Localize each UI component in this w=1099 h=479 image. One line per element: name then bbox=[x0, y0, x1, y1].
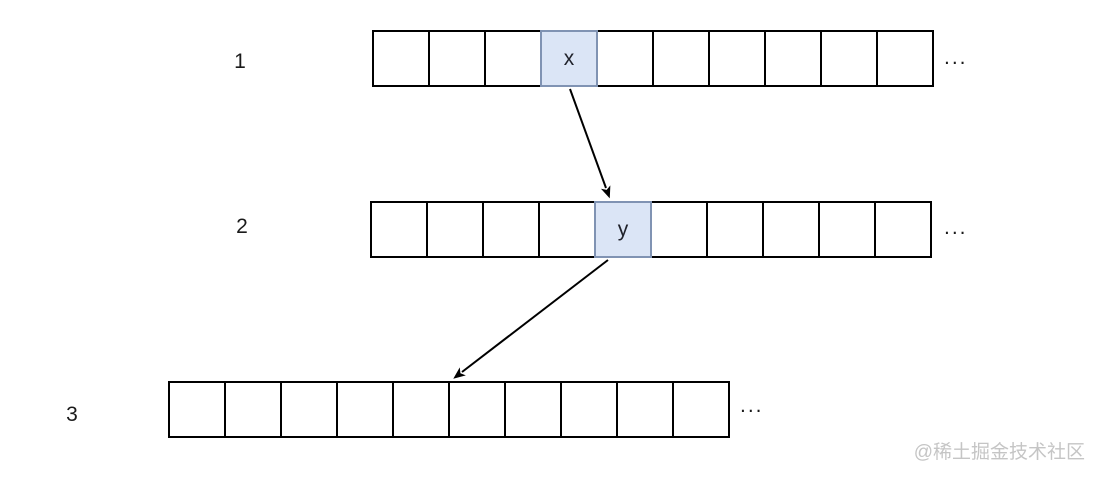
cell bbox=[370, 201, 428, 258]
cell bbox=[168, 381, 226, 438]
highlighted-cell-x: x bbox=[540, 30, 598, 87]
cell bbox=[650, 201, 708, 258]
row-2-cells: y bbox=[370, 201, 932, 258]
row-1-ellipsis: ... bbox=[944, 46, 968, 69]
row-1-label: 1 bbox=[234, 50, 246, 73]
row-3-ellipsis: ... bbox=[740, 394, 764, 417]
cell bbox=[336, 381, 394, 438]
cell bbox=[426, 201, 484, 258]
cell bbox=[874, 201, 932, 258]
cell bbox=[484, 30, 542, 87]
cell bbox=[224, 381, 282, 438]
cell bbox=[672, 381, 730, 438]
cell bbox=[448, 381, 506, 438]
row-2-label: 2 bbox=[236, 215, 248, 238]
cell bbox=[764, 30, 822, 87]
cell bbox=[428, 30, 486, 87]
cell bbox=[596, 30, 654, 87]
row-3-label: 3 bbox=[66, 403, 78, 426]
arrow-x-to-y bbox=[569, 88, 611, 199]
cell bbox=[706, 201, 764, 258]
cell bbox=[652, 30, 710, 87]
row-3-cells bbox=[168, 381, 730, 438]
cell bbox=[538, 201, 596, 258]
highlighted-cell-y: y bbox=[594, 201, 652, 258]
watermark: @稀土掘金技术社区 bbox=[913, 442, 1085, 463]
cell bbox=[820, 30, 878, 87]
row-2-ellipsis: ... bbox=[944, 216, 968, 239]
cell bbox=[372, 30, 430, 87]
cell bbox=[392, 381, 450, 438]
cell bbox=[818, 201, 876, 258]
row-1-cells: x bbox=[372, 30, 934, 87]
cell bbox=[876, 30, 934, 87]
cell bbox=[762, 201, 820, 258]
cell bbox=[504, 381, 562, 438]
cell bbox=[280, 381, 338, 438]
arrow-y-to-row-3 bbox=[453, 259, 609, 379]
cell bbox=[482, 201, 540, 258]
cell bbox=[560, 381, 618, 438]
cell bbox=[616, 381, 674, 438]
cell bbox=[708, 30, 766, 87]
